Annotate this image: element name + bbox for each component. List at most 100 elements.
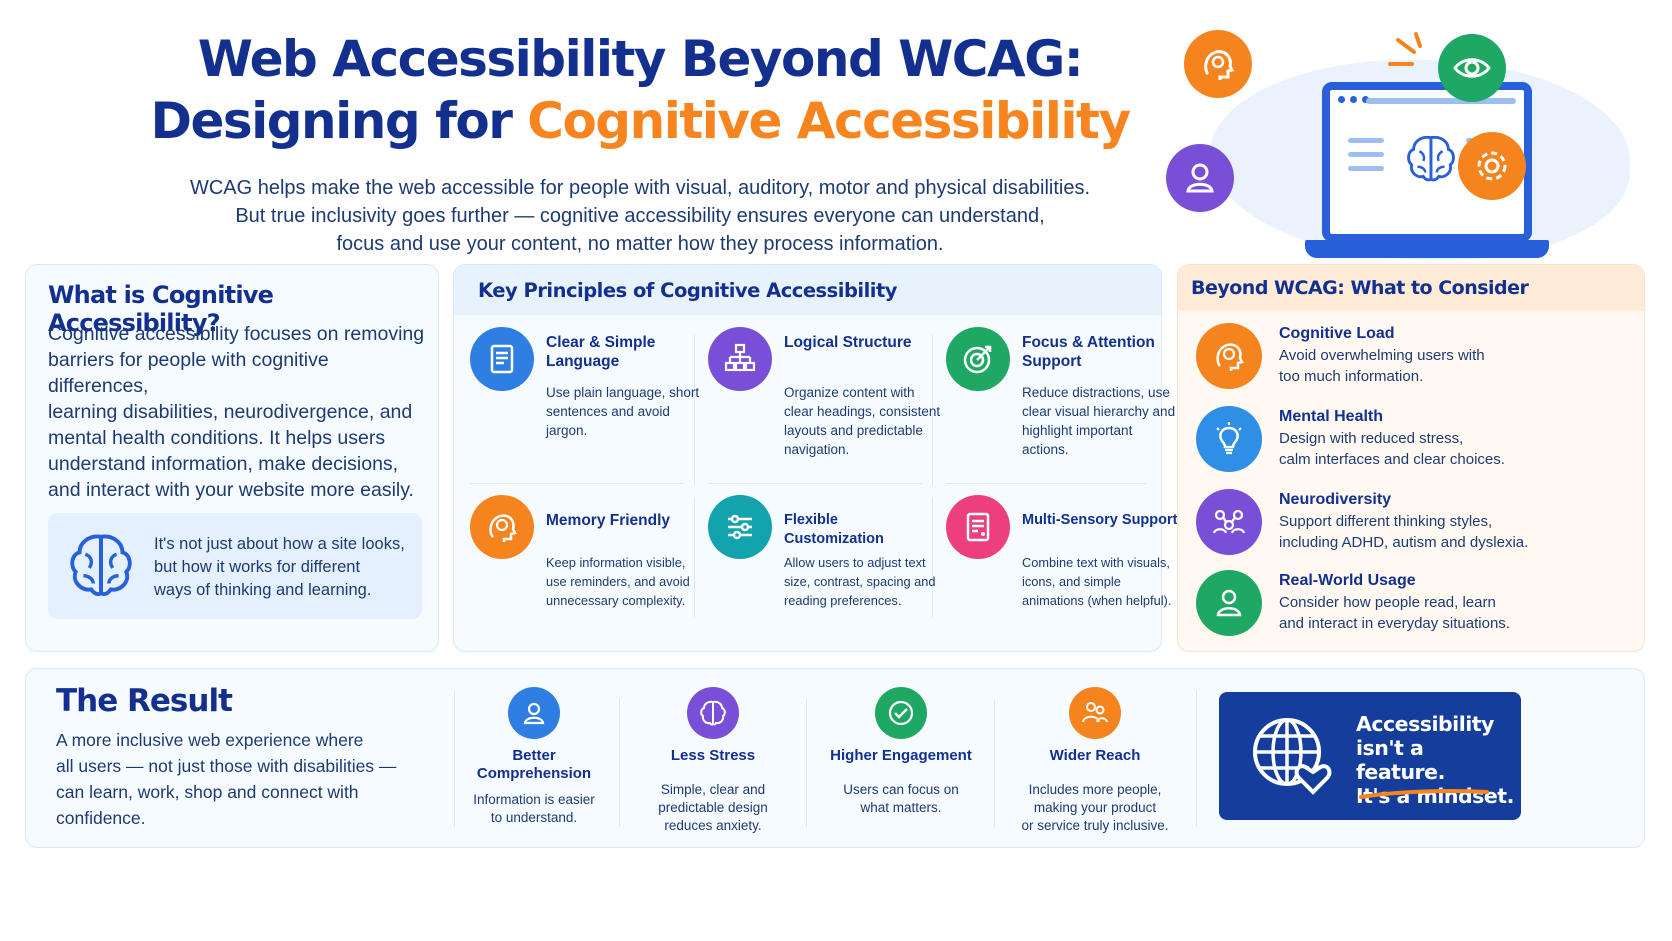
- principle-title: Multi-Sensory Support: [1022, 512, 1178, 528]
- consider-neurodiversity: Neurodiversity Support different thinkin…: [1196, 489, 1636, 561]
- result-line: can learn, work, shop and connect with c…: [56, 782, 359, 828]
- title-accent: Cognitive Accessibility: [527, 92, 1131, 150]
- check-circle-icon: [875, 687, 927, 739]
- principle-multi-sensory: Multi-Sensory Support Combine text with …: [946, 495, 1178, 645]
- result-title: The Result: [56, 683, 233, 719]
- consider-line: Design with reduced stress,: [1279, 430, 1464, 447]
- person-icon: [1196, 570, 1262, 636]
- what-is-line: understand information, make decisions,: [48, 453, 399, 475]
- benefit-line: what matters.: [860, 800, 942, 815]
- benefit-line: Simple, clear and: [660, 782, 766, 797]
- principle-title: Flexible Customization: [784, 512, 884, 547]
- consider-line: Consider how people read, learn: [1279, 594, 1496, 611]
- benefit-title: Less Stress: [670, 747, 756, 764]
- principle-desc: Reduce distractions, use clear visual hi…: [1022, 385, 1176, 457]
- consider-desc: Support different thinking styles, inclu…: [1279, 511, 1529, 553]
- what-is-line: mental health conditions. It helps users: [48, 427, 386, 449]
- principle-title: Focus & Attention Support: [1022, 334, 1155, 370]
- target-icon: [946, 327, 1010, 391]
- consider-cognitive-load: Cognitive Load Avoid overwhelming users …: [1196, 323, 1636, 395]
- people-icon: [1069, 687, 1121, 739]
- eye-icon: [1438, 34, 1506, 102]
- what-is-card: What is Cognitive Accessibility? Cogniti…: [25, 264, 439, 652]
- result-body: A more inclusive web experience where al…: [56, 727, 446, 831]
- media-document-icon: [946, 495, 1010, 559]
- beyond-wcag-title: Beyond WCAG: What to Consider: [1178, 265, 1644, 311]
- principle-desc: Combine text with visuals, icons, and si…: [1022, 555, 1172, 608]
- what-is-line: and interact with your website more easi…: [48, 479, 414, 501]
- benefit-line: reduces anxiety.: [664, 818, 762, 833]
- consider-desc: Avoid overwhelming users with too much i…: [1279, 345, 1529, 387]
- mindset-text: Accessibility isn't a feature. It's a mi…: [1356, 712, 1516, 808]
- intro-text: WCAG helps make the web accessible for p…: [140, 174, 1140, 258]
- laptop-base: [1305, 240, 1549, 258]
- benefit-line: Users can focus on: [843, 782, 959, 797]
- benefit-title: Higher Engagement: [830, 747, 972, 764]
- consider-title: Neurodiversity: [1279, 491, 1392, 508]
- tip-callout: It's not just about how a site looks, bu…: [48, 513, 422, 619]
- intro-line: focus and use your content, no matter ho…: [336, 233, 944, 255]
- consider-line: too much information.: [1279, 368, 1424, 385]
- hero-illustration: [1166, 30, 1660, 260]
- network-people-icon: [1196, 489, 1262, 555]
- mindset-line: Accessibility: [1356, 712, 1494, 736]
- user-icon: [1166, 144, 1234, 212]
- benefit-desc: Information is easier to understand.: [449, 791, 619, 827]
- principle-focus-attention: Focus & Attention Support Reduce distrac…: [946, 327, 1176, 477]
- consider-mental-health: Mental Health Design with reduced stress…: [1196, 406, 1636, 478]
- user-icon: [508, 687, 560, 739]
- benefit-line: Includes more people,: [1028, 782, 1162, 797]
- underline-swoosh: [1359, 789, 1489, 799]
- principle-clear-language: Clear & Simple Language Use plain langua…: [470, 327, 700, 477]
- brain-icon: [70, 534, 132, 596]
- consider-desc: Design with reduced stress, calm interfa…: [1279, 428, 1529, 470]
- consider-line: and interact in everyday situations.: [1279, 615, 1510, 632]
- gear-icon: [1458, 132, 1526, 200]
- spark-lines-icon: [1388, 32, 1422, 66]
- head-brain-icon: [470, 495, 534, 559]
- document-icon: [470, 327, 534, 391]
- hierarchy-icon: [708, 327, 772, 391]
- benefit-title: Wider Reach: [1049, 747, 1141, 764]
- principle-desc: Allow users to adjust text size, contras…: [784, 555, 936, 608]
- tip-text: It's not just about how a site looks, bu…: [154, 533, 412, 602]
- consider-desc: Consider how people read, learn and inte…: [1279, 592, 1529, 634]
- benefit-line: or service truly inclusive.: [1021, 818, 1169, 833]
- globe-heart-icon: [1253, 718, 1332, 795]
- benefit-desc: Users can focus on what matters.: [816, 781, 986, 817]
- tip-line: It's not just about how a site looks,: [154, 535, 405, 553]
- benefit-comprehension: Better Comprehension Information is easi…: [449, 687, 619, 827]
- title-line-2: Designing for Cognitive Accessibility: [100, 90, 1180, 152]
- result-line: all users — not just those with disabili…: [56, 756, 397, 776]
- title-line-2-prefix: Designing for: [150, 92, 528, 150]
- head-brain-icon: [1184, 30, 1252, 98]
- benefit-desc: Simple, clear and predictable design red…: [628, 781, 798, 835]
- principle-title: Logical Structure: [784, 334, 912, 351]
- brain-icon: [1407, 135, 1455, 182]
- principle-desc: Keep information visible, use reminders,…: [546, 555, 690, 608]
- consider-real-world: Real-World Usage Consider how people rea…: [1196, 570, 1636, 642]
- principle-title: Clear & Simple Language: [546, 334, 656, 370]
- consider-title: Cognitive Load: [1279, 325, 1395, 342]
- principle-title: Memory Friendly: [546, 512, 671, 529]
- tip-line: ways of thinking and learning.: [154, 581, 372, 599]
- brain-icon: [687, 687, 739, 739]
- sliders-icon: [708, 495, 772, 559]
- benefit-engagement: Higher Engagement Users can focus on wha…: [816, 687, 986, 817]
- key-principles-card: Key Principles of Cognitive Accessibilit…: [453, 264, 1177, 652]
- principle-logical-structure: Logical Structure Organize content with …: [708, 327, 940, 477]
- key-principles-title: Key Principles of Cognitive Accessibilit…: [454, 265, 1161, 315]
- benefit-wider-reach: Wider Reach Includes more people, making…: [1009, 687, 1181, 835]
- consider-title: Mental Health: [1279, 408, 1384, 425]
- principle-memory-friendly: Memory Friendly Keep information visible…: [470, 495, 700, 645]
- what-is-line: Cognitive accessibility focuses on remov…: [48, 323, 425, 345]
- benefit-line: Information is easier: [473, 792, 595, 807]
- intro-line: But true inclusivity goes further — cogn…: [235, 205, 1045, 227]
- consider-line: Support different thinking styles,: [1279, 513, 1493, 530]
- benefit-title: Better Comprehension: [476, 747, 592, 782]
- what-is-body: Cognitive accessibility focuses on remov…: [48, 321, 428, 503]
- principle-desc: Organize content with clear headings, co…: [784, 385, 941, 457]
- lightbulb-icon: [1196, 406, 1262, 472]
- benefit-line: to understand.: [490, 810, 578, 825]
- consider-line: calm interfaces and clear choices.: [1279, 451, 1505, 468]
